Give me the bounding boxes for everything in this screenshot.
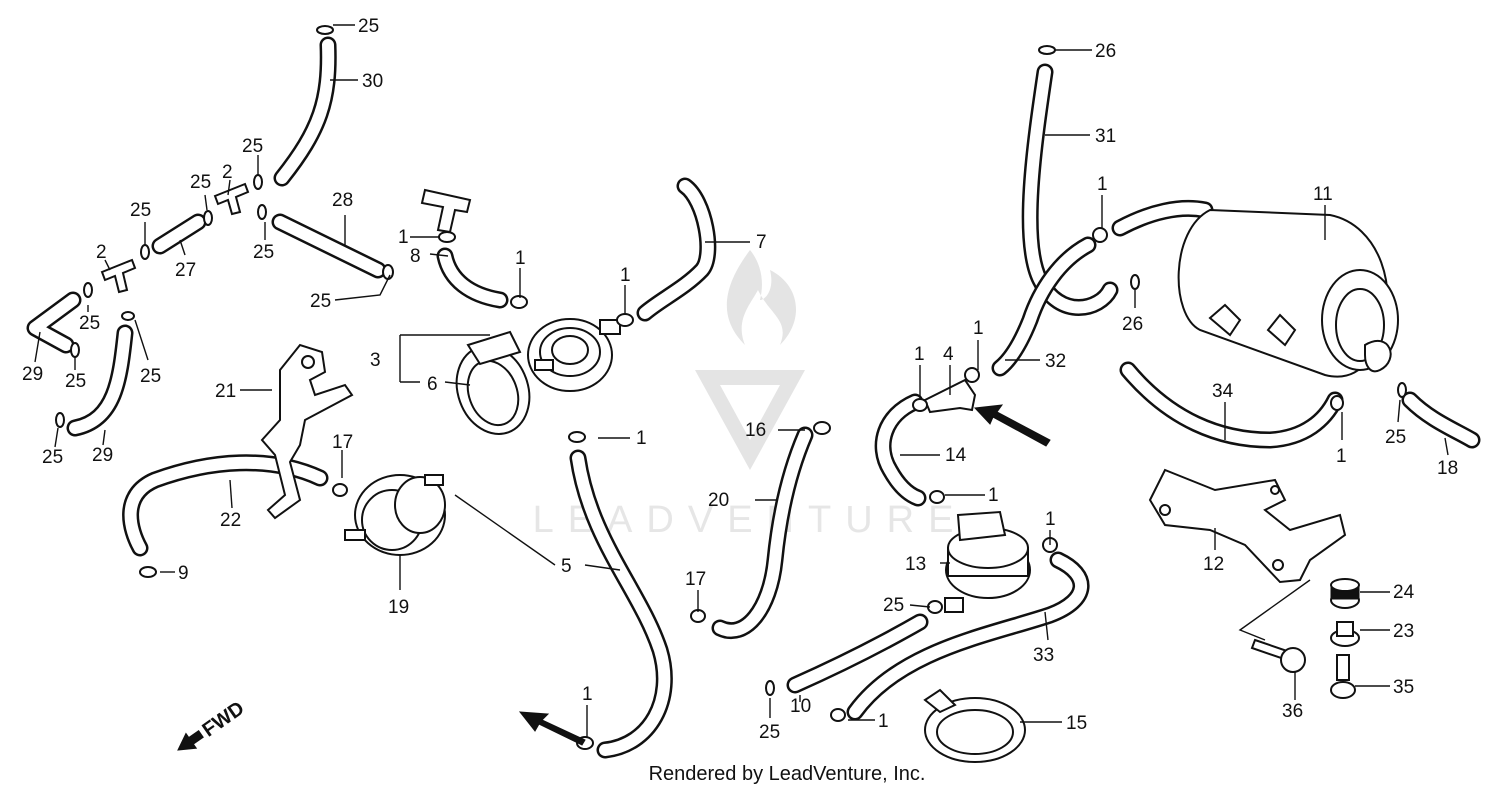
callout-label: 11 xyxy=(1313,184,1333,205)
callout-label: 25 xyxy=(310,291,331,312)
callout-label: 25 xyxy=(253,242,274,263)
parts xyxy=(100,182,1399,763)
flow-arrow-icon xyxy=(518,711,586,746)
callout-label: 6 xyxy=(427,374,438,395)
grommet-24 xyxy=(1330,578,1360,609)
callout-label: 1 xyxy=(620,265,631,286)
callout-label: 31 xyxy=(1095,126,1116,147)
callout-label: 30 xyxy=(362,71,383,92)
callout-label: 4 xyxy=(943,344,954,365)
fwd-indicator: FWD xyxy=(177,697,248,751)
callout-label: 9 xyxy=(178,563,189,584)
callout-label: 5 xyxy=(561,556,572,577)
callout-label: 3 xyxy=(370,350,381,371)
callout-label: 1 xyxy=(636,428,647,449)
callout-label: 27 xyxy=(175,260,196,281)
callout-label: 29 xyxy=(92,445,113,466)
filter-13 xyxy=(944,510,1031,613)
callout-labels: 25 30 25 2 25 25 28 25 2 27 25 25 29 25 … xyxy=(22,16,1458,743)
flow-arrow-icon xyxy=(973,404,1051,447)
callout-label: 1 xyxy=(1336,446,1347,467)
leader-lines xyxy=(34,24,1449,738)
callout-label: 12 xyxy=(1203,554,1224,575)
callout-label: 16 xyxy=(745,420,766,441)
callout-label: 25 xyxy=(42,447,63,468)
callout-label: 26 xyxy=(1095,41,1116,62)
callout-label: 7 xyxy=(756,232,767,253)
t-joint-2-upper xyxy=(213,182,250,216)
callout-label: 25 xyxy=(242,136,263,157)
t-joint-top xyxy=(420,188,472,234)
callout-label: 17 xyxy=(332,432,353,453)
clamp-6 xyxy=(455,330,531,435)
callout-label: 18 xyxy=(1437,458,1458,479)
callout-label: 25 xyxy=(759,722,780,743)
callout-label: 15 xyxy=(1066,713,1087,734)
clamp-15 xyxy=(923,688,1026,763)
watermark-flame-icon xyxy=(726,250,797,345)
clips xyxy=(55,25,1407,750)
callout-label: 25 xyxy=(79,313,100,334)
callout-label: 1 xyxy=(878,711,889,732)
callout-label: 25 xyxy=(190,172,211,193)
callout-label: 1 xyxy=(1045,509,1056,530)
callout-label: 8 xyxy=(410,246,421,267)
valve-3 xyxy=(527,318,621,392)
callout-label: 28 xyxy=(332,190,353,211)
callout-label: 35 xyxy=(1393,677,1414,698)
callout-label: 24 xyxy=(1393,582,1415,603)
callout-label: 32 xyxy=(1045,351,1066,372)
valve-19 xyxy=(344,474,446,556)
callout-label: 1 xyxy=(515,248,526,269)
callout-label: 1 xyxy=(398,227,409,248)
callout-label: 13 xyxy=(905,554,926,575)
callout-label: 36 xyxy=(1282,701,1303,722)
callout-label: 17 xyxy=(685,569,706,590)
collar-23 xyxy=(1330,621,1360,647)
screw-36 xyxy=(1250,638,1306,673)
fwd-label: FWD xyxy=(198,697,248,741)
callout-label: 21 xyxy=(215,381,236,402)
fwd-arrow-icon xyxy=(177,729,204,751)
callout-label: 1 xyxy=(973,318,984,339)
callout-label: 1 xyxy=(1097,174,1108,195)
callout-label: 25 xyxy=(1385,427,1406,448)
watermark-v-icon xyxy=(695,370,805,470)
callout-label: 22 xyxy=(220,510,241,531)
callout-label: 34 xyxy=(1212,381,1234,402)
callout-label: 29 xyxy=(22,364,43,385)
joint-4 xyxy=(923,378,977,414)
bracket-12 xyxy=(1148,468,1347,584)
canister-11 xyxy=(1177,208,1399,378)
callout-label: 2 xyxy=(96,242,107,263)
footer-credit: Rendered by LeadVenture, Inc. xyxy=(649,763,926,785)
callout-label: 25 xyxy=(140,366,161,387)
callout-label: 1 xyxy=(914,344,925,365)
callout-label: 1 xyxy=(582,684,593,705)
hoses xyxy=(26,36,1481,759)
callout-label: 19 xyxy=(388,597,409,618)
bolt-35 xyxy=(1330,654,1356,699)
bracket-21 xyxy=(260,343,354,520)
callout-label: 26 xyxy=(1122,314,1143,335)
flow-arrows xyxy=(518,404,1051,746)
callout-label: 25 xyxy=(130,200,151,221)
t-joint-2-lower xyxy=(100,258,137,294)
callout-label: 33 xyxy=(1033,645,1054,666)
callout-label: 10 xyxy=(790,696,811,717)
callout-label: 2 xyxy=(222,162,233,183)
callout-label: 1 xyxy=(988,485,999,506)
callout-label: 25 xyxy=(883,595,904,616)
callout-label: 23 xyxy=(1393,621,1414,642)
callout-label: 25 xyxy=(358,16,379,37)
callout-label: 20 xyxy=(708,490,729,511)
callout-label: 25 xyxy=(65,371,86,392)
callout-label: 14 xyxy=(945,445,967,466)
